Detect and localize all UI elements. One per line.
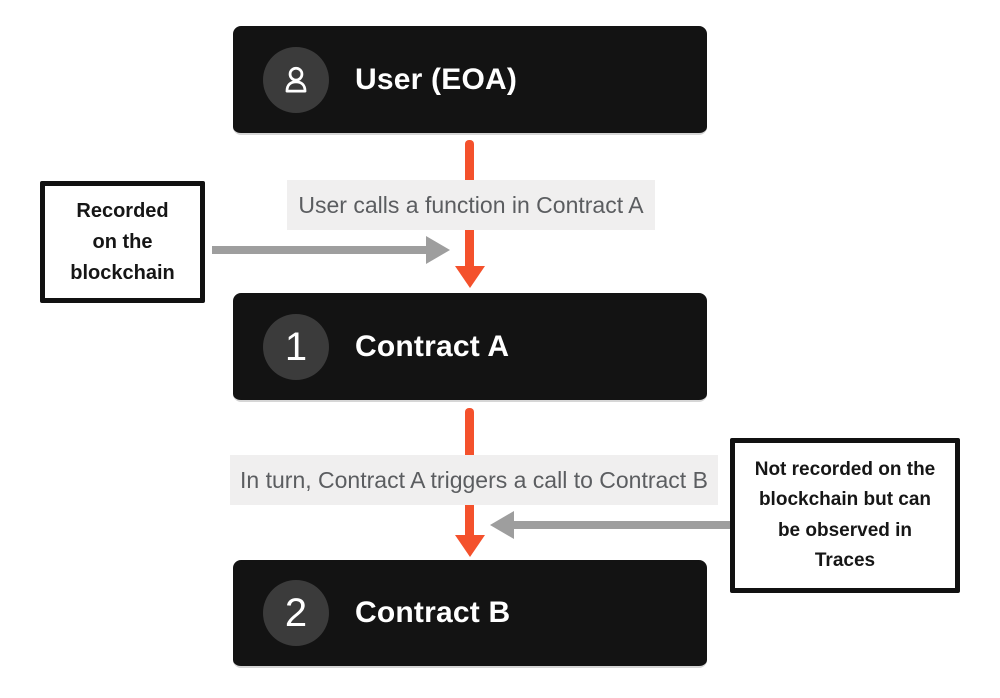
node-user-label: User (EOA) <box>355 62 518 96</box>
node-contract-a-label: Contract A <box>355 329 510 363</box>
user-icon <box>285 66 307 93</box>
annotation-not-recorded-traces: Not recorded on the blockchain but can b… <box>730 438 960 593</box>
edge-label-user-call: User calls a function in Contract A <box>287 180 655 230</box>
step-1-circle: 1 <box>263 313 329 380</box>
gray-arrow-right-shaft <box>514 521 730 529</box>
arrow-user-to-contract-a-arrowhead-icon <box>455 266 485 288</box>
annotation-recorded-on-blockchain: Recorded on the blockchain <box>40 181 205 303</box>
annotation-line: on the <box>92 230 153 253</box>
gray-arrow-left-arrowhead-icon <box>490 511 514 539</box>
gray-arrow-right-arrowhead-icon <box>426 236 450 264</box>
annotation-line: Not recorded on the <box>754 458 936 480</box>
annotation-line: be observed in <box>777 519 913 541</box>
annotation-line: Traces <box>814 549 876 571</box>
step-2-circle: 2 <box>263 580 329 646</box>
edge-label-contract-a-triggers: In turn, Contract A triggers a call to C… <box>230 455 718 505</box>
gray-arrow-left-shaft <box>212 246 426 254</box>
user-avatar-circle <box>263 46 329 113</box>
step-number: 1 <box>284 324 308 369</box>
arrow-contract-a-to-b-arrowhead-icon <box>455 535 485 557</box>
annotation-line: blockchain <box>70 261 175 284</box>
node-contract-b: 2 Contract B <box>233 560 707 668</box>
node-user-eoa: User (EOA) <box>233 26 707 135</box>
step-number: 2 <box>284 591 308 635</box>
annotation-line: blockchain but can <box>758 489 932 511</box>
node-contract-a: 1 Contract A <box>233 293 707 402</box>
node-contract-b-label: Contract B <box>355 596 511 629</box>
annotation-line: Recorded <box>76 199 169 222</box>
